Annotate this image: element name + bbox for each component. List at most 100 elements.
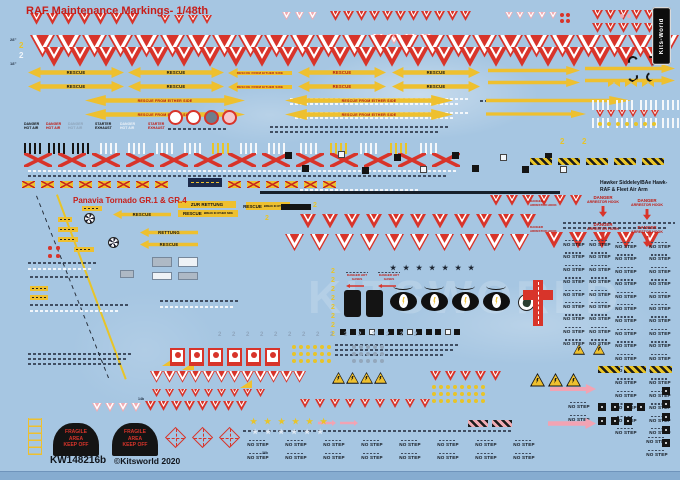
rescue-arrow: RESCUE <box>128 81 224 92</box>
dot-marker-icon <box>446 385 450 389</box>
dot-marker-icon <box>380 345 384 349</box>
stencil-panel <box>30 295 48 300</box>
dot-marker-icon <box>299 345 303 349</box>
panel-stencil <box>178 272 198 280</box>
dot-marker-icon <box>292 345 296 349</box>
dot-marker-icon <box>481 385 485 389</box>
warning-triangle-icon <box>618 110 626 118</box>
warning-triangle-icon <box>280 371 293 383</box>
star-icon: ★ <box>317 429 324 436</box>
warning-triangle-icon <box>459 47 481 67</box>
no-step-stencil: NO STEP <box>615 279 637 287</box>
rescue-arrow: RESCUE <box>128 67 224 78</box>
stencil-square-icon <box>454 329 460 335</box>
no-step-stencil: NO STEP <box>646 450 668 457</box>
rescue-arrow: RESCUE FROM EITHER SIDE <box>85 109 245 120</box>
stencil-microtext <box>30 304 130 306</box>
warning-triangle-icon <box>210 401 221 411</box>
warning-triangle-icon <box>505 12 513 20</box>
stencil-microtext <box>300 189 420 191</box>
dot-marker-icon <box>467 385 471 389</box>
walkway-arrow-icon <box>550 384 596 394</box>
danger-hot-gases-stencil: DANGER HOT GASES <box>342 272 372 290</box>
stencil-square-icon <box>362 167 369 174</box>
hazard-stripe-bar <box>624 366 646 373</box>
warning-triangle-icon <box>408 11 419 21</box>
tiny-label: 18” <box>10 61 17 66</box>
mini-cross-icon <box>304 181 317 188</box>
warning-triangle-icon <box>171 401 182 411</box>
calibration-ticks <box>592 100 612 110</box>
warning-triangle-icon <box>78 13 91 25</box>
dot-marker-icon <box>598 122 602 126</box>
warning-triangle-icon <box>308 12 317 21</box>
no-step-stencil: NO STEP <box>649 279 671 287</box>
mini-cross-icon <box>155 181 168 188</box>
warning-triangle-icon <box>202 371 215 383</box>
walkway-arrow-icon <box>548 418 596 429</box>
warning-triangle-icon <box>322 214 338 229</box>
dot-marker-icon <box>352 352 356 356</box>
hazard-stripe-bar <box>492 420 512 427</box>
stencil-square-icon <box>598 403 606 411</box>
warning-triangle-icon <box>197 401 208 411</box>
rescue-arrow <box>486 96 631 105</box>
warning-triangle-icon <box>300 214 316 229</box>
star-icon: ★ <box>265 429 272 436</box>
warning-triangle-icon <box>165 389 174 398</box>
diamond-marker-icon <box>164 426 186 448</box>
star-icon: ★ <box>264 417 272 426</box>
stencil-square-icon <box>662 413 670 421</box>
warning-triangle-icon <box>315 399 325 408</box>
tiny-label: 2 <box>400 332 404 338</box>
red-cross-icon <box>126 153 154 167</box>
dot-marker-icon <box>616 122 620 126</box>
no-step-stencil: NO STEP <box>649 415 671 423</box>
warning-triangle-icon <box>199 47 221 67</box>
bowtie-marker-icon <box>608 79 620 87</box>
warning-triangle-icon <box>303 47 325 67</box>
warning-triangle-icon <box>344 214 360 229</box>
dot-marker-icon <box>439 392 443 396</box>
stencil-panel <box>58 217 72 222</box>
stencil-microtext <box>563 227 668 229</box>
dot-marker-icon <box>625 122 629 126</box>
stencil-square-icon <box>500 154 507 161</box>
warning-triangle-icon <box>538 195 550 206</box>
warning-triangle-icon <box>592 10 603 20</box>
stencil-square-icon <box>624 403 632 411</box>
star-icon: ★ <box>320 417 328 426</box>
dot-marker-icon <box>380 352 384 356</box>
stencil-square-icon <box>359 329 365 335</box>
rescue-arrow: RESCUE <box>113 210 171 219</box>
dot-marker-icon <box>627 14 631 18</box>
stencil-block <box>260 191 560 194</box>
warning-triangle-icon <box>485 47 507 67</box>
no-step-stencil: NO STEP <box>615 254 637 262</box>
warning-triangle-icon <box>110 13 123 25</box>
tiny-label: 2 <box>344 332 348 338</box>
warning-triangle-icon <box>605 10 616 20</box>
sheet-title: RAF Maintenance Markings- 1/48th <box>26 5 209 17</box>
warning-triangle-icon <box>217 389 226 398</box>
no-step-stencil: NO STEP <box>589 252 611 260</box>
warning-triangle-icon <box>490 371 501 381</box>
canopy-release-hook-icon <box>626 54 640 68</box>
dot-marker-icon <box>292 352 296 356</box>
dot-marker-icon <box>359 345 363 349</box>
no-step-stencil: NO STEP <box>563 252 585 260</box>
no-step-stencil: NO STEP <box>615 316 637 324</box>
dot-marker-icon <box>643 122 647 126</box>
dot-marker-icon <box>306 345 310 349</box>
red-cross-icon <box>262 153 290 167</box>
marker-circle-icon <box>222 110 237 125</box>
yellow-flag-icon <box>162 358 174 366</box>
stencil-square-icon <box>340 329 346 335</box>
stencil-microtext <box>28 363 123 365</box>
no-step-stencil: NO STEP <box>475 440 497 447</box>
dot-marker-icon <box>432 399 436 403</box>
no-step-stencil: NO STEP <box>615 341 637 349</box>
tiny-label: 2 <box>331 295 335 302</box>
stencil-square-icon <box>611 403 619 411</box>
